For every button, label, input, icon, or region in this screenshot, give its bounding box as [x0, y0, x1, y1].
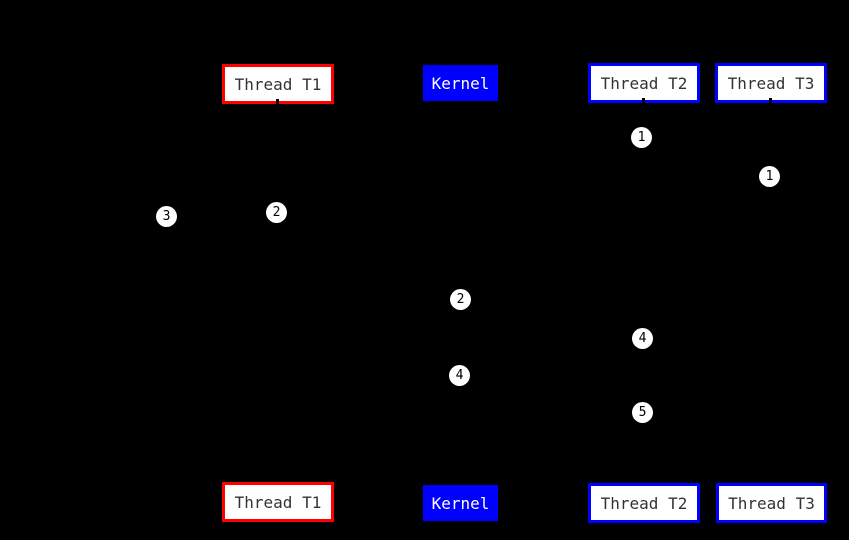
step-marker-4-kernel: 4 [449, 365, 470, 386]
actor-label-thread-t3: Thread T3 [728, 493, 815, 513]
step-marker-5-t2: 5 [632, 402, 653, 423]
actor-box-thread-t2-top: Thread T2 [588, 63, 700, 103]
actor-box-kernel-top: Kernel [423, 65, 498, 101]
actor-box-thread-t1-bottom: Thread T1 [222, 482, 334, 522]
actor-box-thread-t3-top: Thread T3 [715, 63, 827, 103]
actor-label-thread-t2: Thread T2 [600, 493, 688, 513]
step-marker-2-t1: 2 [266, 202, 287, 223]
step-marker-label: 5 [638, 405, 647, 420]
actor-box-thread-t1-top: Thread T1 [222, 64, 334, 104]
actor-box-thread-t2-bottom: Thread T2 [588, 483, 700, 523]
step-marker-label: 2 [272, 205, 281, 220]
actor-box-kernel-bottom: Kernel [423, 485, 498, 521]
actor-label-thread-t3: Thread T3 [727, 73, 815, 93]
step-marker-1-t2: 1 [631, 127, 652, 148]
actor-label-thread-t1: Thread T1 [234, 74, 322, 94]
actor-box-thread-t3-bottom: Thread T3 [716, 483, 827, 523]
step-marker-label: 2 [456, 292, 465, 307]
step-marker-label: 1 [637, 130, 646, 145]
step-marker-1-t3: 1 [759, 166, 780, 187]
step-marker-2-kernel: 2 [450, 289, 471, 310]
lifeline-notch-t3-top [769, 98, 772, 104]
lifeline-notch-t1-top [276, 99, 279, 105]
step-marker-4-t2: 4 [632, 328, 653, 349]
step-marker-3-left: 3 [156, 206, 177, 227]
actor-label-thread-t2: Thread T2 [600, 73, 688, 93]
actor-label-kernel: Kernel [431, 493, 490, 513]
step-marker-label: 4 [455, 368, 464, 383]
step-marker-label: 3 [162, 209, 171, 224]
lifeline-notch-t2-top [642, 98, 645, 104]
actor-label-thread-t1: Thread T1 [234, 492, 322, 512]
actor-label-kernel: Kernel [431, 73, 490, 93]
step-marker-label: 1 [765, 169, 774, 184]
step-marker-label: 4 [638, 331, 647, 346]
